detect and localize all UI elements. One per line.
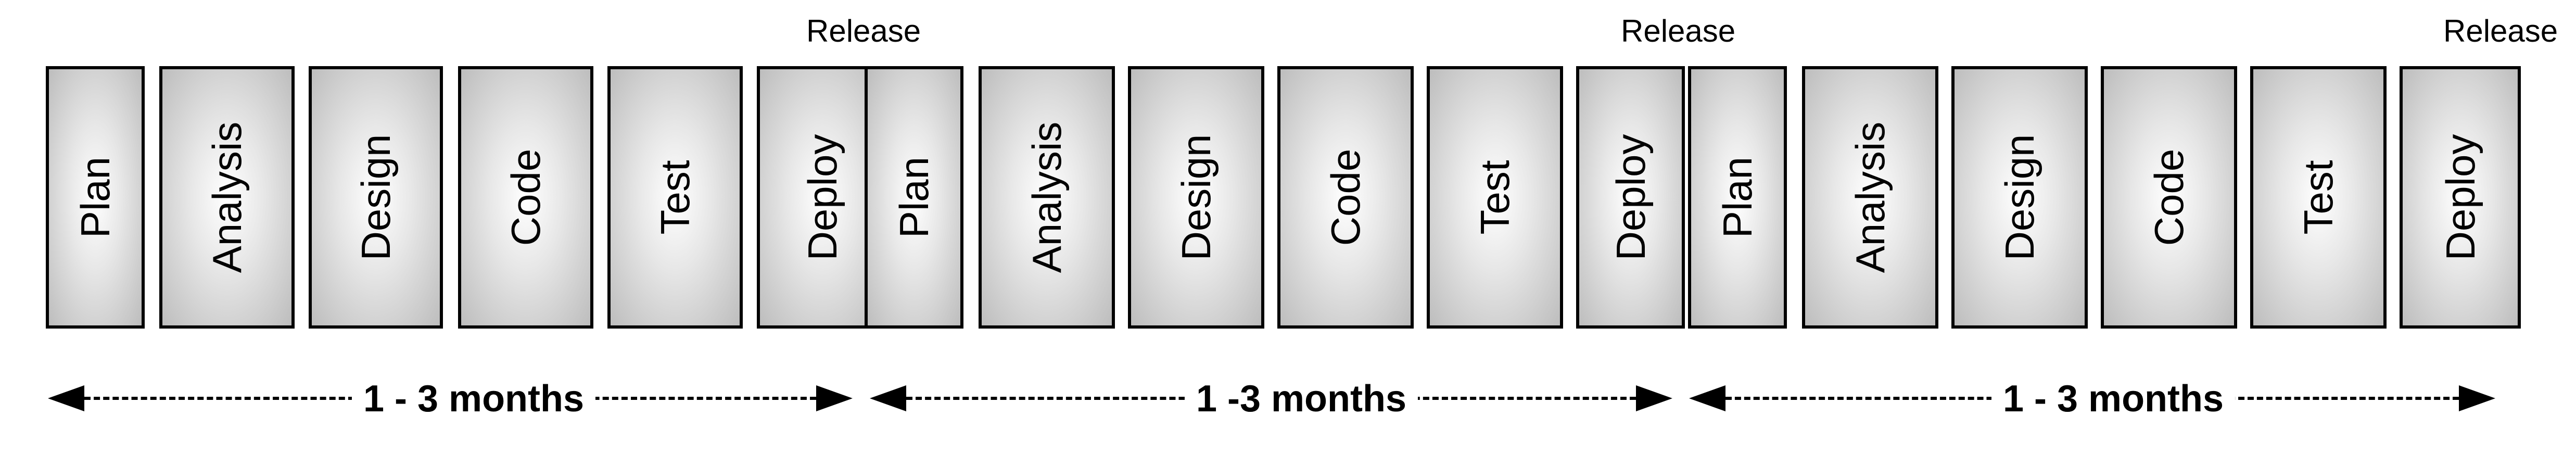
phase-box-deploy: Deploy	[1576, 66, 1685, 329]
phase-label: Analysis	[204, 121, 250, 273]
phase-box-test: Test	[1427, 66, 1563, 329]
phase-label: Deploy	[1607, 134, 1654, 261]
release-label: Release	[2443, 14, 2558, 48]
phase-box-code: Code	[458, 66, 593, 329]
phase-label: Test	[2295, 160, 2341, 235]
phase-label: Code	[2146, 148, 2192, 246]
phase-box-code: Code	[1277, 66, 1414, 329]
phase-box-analysis: Analysis	[1802, 66, 1938, 329]
duration-label: 1 - 3 months	[351, 379, 596, 419]
phase-label: Code	[1323, 148, 1368, 246]
duration-label: 1 -3 months	[1184, 379, 1418, 419]
arrowhead-left-icon	[1689, 385, 1725, 411]
phase-label: Plan	[1715, 156, 1760, 238]
phase-label: Analysis	[1847, 121, 1893, 273]
phase-box-plan: Plan	[46, 66, 145, 329]
release-label: Release	[1621, 14, 1736, 48]
phase-box-test: Test	[2250, 66, 2387, 329]
phase-label: Test	[652, 160, 698, 235]
arrowhead-right-icon	[816, 385, 853, 411]
phase-label: Test	[1472, 160, 1518, 235]
arrowhead-left-icon	[870, 385, 906, 411]
phase-box-plan: Plan	[865, 66, 963, 329]
release-label: Release	[806, 14, 921, 48]
phase-label: Design	[1997, 134, 2042, 261]
arrowhead-right-icon	[1636, 385, 1672, 411]
phase-label: Design	[353, 134, 399, 261]
phase-box-design: Design	[309, 66, 443, 329]
phase-label: Code	[503, 148, 549, 246]
phase-label: Design	[1173, 134, 1219, 261]
phase-box-plan: Plan	[1688, 66, 1787, 329]
duration-label: 1 - 3 months	[1991, 379, 2236, 419]
phase-box-analysis: Analysis	[979, 66, 1115, 329]
phase-label: Deploy	[800, 134, 845, 261]
phase-box-deploy: Deploy	[2400, 66, 2521, 329]
phase-box-analysis: Analysis	[159, 66, 295, 329]
arrowhead-left-icon	[48, 385, 84, 411]
phase-label: Plan	[891, 156, 937, 238]
phase-label: Analysis	[1024, 121, 1070, 273]
phase-box-test: Test	[607, 66, 743, 329]
arrowhead-right-icon	[2459, 385, 2495, 411]
phase-box-design: Design	[1951, 66, 2088, 329]
phase-box-code: Code	[2101, 66, 2237, 329]
phase-box-design: Design	[1128, 66, 1264, 329]
phase-label: Plan	[72, 156, 118, 238]
phase-label: Deploy	[2437, 134, 2483, 261]
